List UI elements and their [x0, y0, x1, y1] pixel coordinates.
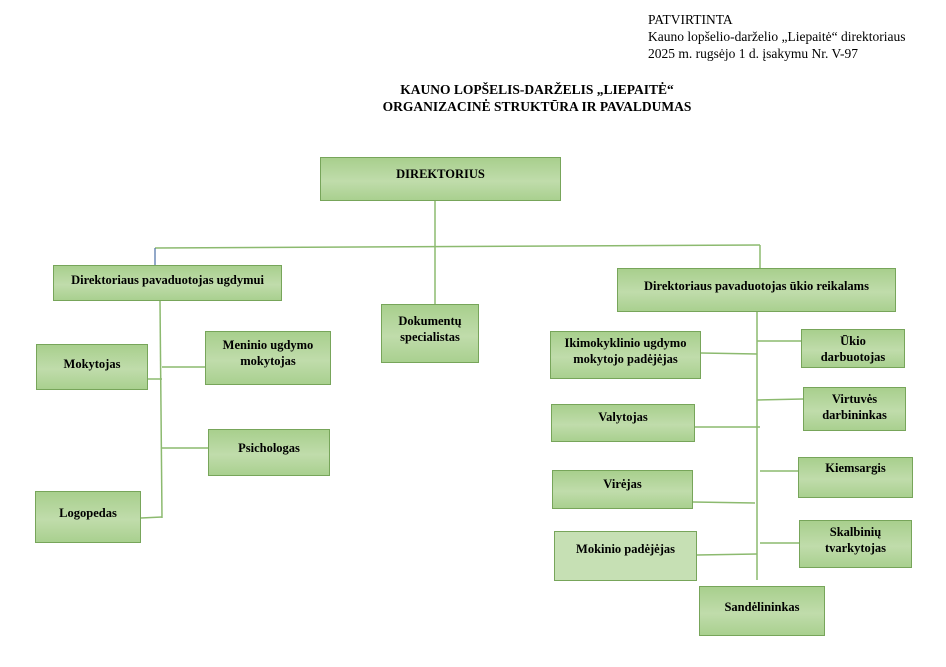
box-deputy-education: Direktoriaus pavaduotojas ugdymui [53, 265, 282, 301]
box-ukio-darbuotojas: Ūkio darbuotojas [801, 329, 905, 368]
box-director: DIREKTORIUS [320, 157, 561, 201]
virejas-label: Virėjas [603, 477, 642, 491]
connector-ikimokyklinio [700, 352, 758, 355]
skalbiniu-label: Skalbinių tvarkytojas [824, 525, 887, 555]
virtuves-label: Virtuvės darbininkas [822, 392, 887, 422]
document-title: KAUNO LOPŠELIS-DARŽELIS „LIEPAITĖ“ ORGAN… [0, 81, 946, 115]
connector-main-horizontal [154, 244, 761, 249]
ikimokyklinio-label: Ikimokyklinio ugdymo mokytojo padėjėjas [564, 336, 687, 366]
approval-line-3: 2025 m. rugsėjo 1 d. įsakymu Nr. V-97 [648, 46, 859, 61]
meninio-label: Meninio ugdymo mokytojas [222, 338, 314, 368]
sandelininkas-label: Sandėlininkas [724, 600, 800, 614]
box-mokytojas: Mokytojas [36, 344, 148, 390]
approval-note: PATVIRTINTA Kauno lopšelio-darželio „Lie… [648, 11, 906, 62]
box-sandelininkas: Sandėlininkas [699, 586, 825, 636]
mokytojas-label: Mokytojas [63, 357, 121, 371]
kiemsargis-label: Kiemsargis [825, 461, 886, 475]
connector-logopedas [140, 516, 163, 519]
deputy-facilities-label: Direktoriaus pavaduotojas ūkio reikalams [644, 279, 869, 293]
connector-education-vertical [159, 300, 163, 519]
approval-line-2: Kauno lopšelio-darželio „Liepaitė“ direk… [648, 29, 906, 44]
box-virejas: Virėjas [552, 470, 693, 509]
title-line-2: ORGANIZACINĖ STRUKTŪRA IR PAVALDUMAS [382, 99, 692, 114]
approval-line-1: PATVIRTINTA [648, 12, 733, 27]
deputy-education-label: Direktoriaus pavaduotojas ugdymui [71, 273, 264, 287]
box-deputy-facilities: Direktoriaus pavaduotojas ūkio reikalams [617, 268, 896, 312]
box-ikimokyklinio-padejejas: Ikimokyklinio ugdymo mokytojo padėjėjas [550, 331, 701, 379]
connector-virtuves [756, 398, 804, 401]
box-psichologas: Psichologas [208, 429, 330, 476]
documents-specialist-label: Dokumentų specialistas [398, 314, 462, 344]
box-valytojas: Valytojas [551, 404, 695, 442]
box-kiemsargis: Kiemsargis [798, 457, 913, 498]
box-documents-specialist: Dokumentų specialistas [381, 304, 479, 363]
connector-mokinio [696, 553, 758, 556]
title-line-1: KAUNO LOPŠELIS-DARŽELIS „LIEPAITĖ“ [400, 82, 674, 97]
ukio-label: Ūkio darbuotojas [820, 334, 886, 364]
box-logopedas: Logopedas [35, 491, 141, 543]
director-label: DIREKTORIUS [396, 167, 485, 181]
mokinio-label: Mokinio padėjėjas [576, 542, 675, 556]
logopedas-label: Logopedas [59, 506, 117, 520]
box-mokinio-padejejas: Mokinio padėjėjas [554, 531, 697, 581]
valytojas-label: Valytojas [598, 410, 648, 424]
box-skalbiniu-tvarkytojas: Skalbinių tvarkytojas [799, 520, 912, 568]
box-virtuves-darbininkas: Virtuvės darbininkas [803, 387, 906, 431]
psichologas-label: Psichologas [238, 441, 300, 455]
connector-virejas [692, 501, 756, 504]
box-meninio-ugdymo-mokytojas: Meninio ugdymo mokytojas [205, 331, 331, 385]
